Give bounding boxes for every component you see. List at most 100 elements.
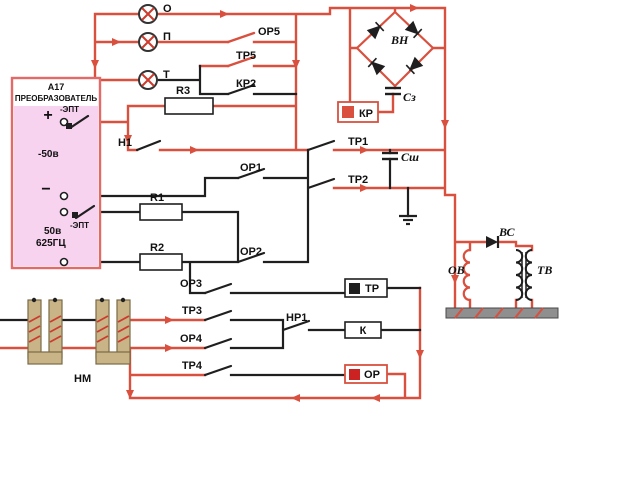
contact-tr2 [306, 177, 336, 190]
lamp-cross [141, 35, 155, 49]
label-tr1: ТР1 [348, 136, 368, 148]
diode-triangle [486, 236, 498, 248]
bridge-outline [355, 10, 435, 88]
lamp-o [138, 4, 158, 24]
label-cz: Сз [403, 90, 416, 104]
terminal-minus [59, 191, 69, 201]
plus-terminal-label: + [43, 107, 52, 124]
contact-tr5 [226, 55, 256, 68]
label-or4: ОР4 [180, 333, 203, 345]
flow-arrow [165, 344, 174, 352]
flow-arrow [441, 120, 449, 129]
diode-vs [486, 236, 500, 248]
flow-arrow [190, 146, 199, 154]
contact-or1 [236, 167, 266, 180]
magnet-terminal [99, 297, 105, 303]
label-kr2: КР2 [236, 78, 256, 90]
label-tr4: ТР4 [182, 360, 203, 372]
component-labels: О П Т ОР5 ТР5 КР2 R3 Н1 ОР1 ТР1 ТР2 R1 О… [74, 3, 552, 385]
terminal-50v [59, 207, 69, 217]
terminal-625hz [59, 257, 69, 267]
resistor-body [164, 97, 214, 115]
relay-tr [344, 278, 388, 298]
relay-k [344, 321, 382, 339]
switch-blade [74, 204, 96, 220]
label-ov: ОВ [448, 263, 465, 277]
switch-blade [68, 114, 90, 130]
primary-winding [515, 249, 524, 301]
flow-arrow [410, 4, 419, 12]
label-r1: R1 [150, 192, 164, 204]
minus50v-label: -50в [38, 149, 59, 160]
ept-switch-top [66, 114, 90, 130]
contact-or5 [226, 31, 256, 44]
label-vn: ВН [390, 33, 409, 47]
label-lamp-t: Т [163, 69, 170, 81]
label-vs: ВС [498, 225, 515, 239]
minus-terminal-label: − [41, 181, 50, 198]
coil-winding [462, 248, 471, 302]
contact-tr3 [203, 309, 233, 322]
label-tr5: ТР5 [236, 50, 256, 62]
electromagnet-nm-2 [95, 297, 131, 365]
contact-or4 [203, 337, 233, 350]
625hz-label: 625ГЦ [36, 238, 66, 249]
label-tv: ТВ [537, 263, 552, 277]
inductor-ov [462, 248, 471, 302]
label-nm: НМ [74, 373, 91, 385]
magnet-base [95, 351, 131, 365]
rail-hatching [454, 307, 544, 319]
resistor-body [139, 203, 183, 221]
label-or2: ОР2 [240, 246, 262, 258]
wires-black [0, 64, 422, 377]
capacitor-csh [382, 151, 398, 161]
label-or-box: ОР [364, 369, 380, 381]
coil-hatching [28, 315, 62, 343]
electromagnet-nm-1 [27, 297, 63, 365]
resistor-r3 [164, 97, 214, 115]
flow-arrow [220, 10, 229, 18]
relay-mark [349, 369, 360, 380]
flow-arrow [292, 60, 300, 69]
wire-segment [0, 64, 422, 377]
ept-label-top: -ЭПТ [60, 105, 79, 114]
resistor-body [139, 253, 183, 271]
contact-tr4 [203, 364, 233, 377]
converter-title-line1: А17 [48, 82, 65, 92]
magnet-terminal [31, 297, 37, 303]
current-flow-arrows [91, 4, 459, 402]
ground-symbol [399, 214, 417, 226]
terminal-plus [59, 117, 69, 127]
converter-unit: А17 ПРЕОБРАЗОВАТЕЛЬ + -ЭПТ -50в − -ЭПТ 5… [10, 76, 102, 270]
label-tr3: ТР3 [182, 305, 202, 317]
transformer-tv [515, 249, 533, 301]
converter-body [14, 106, 98, 266]
label-tr2: ТР2 [348, 174, 368, 186]
flow-arrow [371, 394, 380, 402]
lamp-cross [141, 73, 155, 87]
ept-label-mid: -ЭПТ [70, 221, 89, 230]
magnet-base [27, 351, 63, 365]
converter-title-line2: ПРЕОБРАЗОВАТЕЛЬ [15, 94, 98, 103]
lamp-p [138, 32, 158, 52]
lamp-cross [141, 7, 155, 21]
resistor-r2 [139, 253, 183, 271]
relay-contacts [135, 31, 336, 377]
label-csh: Сш [401, 150, 419, 164]
relay-or [344, 364, 388, 384]
contact-kr2 [226, 83, 256, 96]
coil-hatching [96, 315, 130, 343]
rail-track [445, 307, 559, 319]
label-tr-box: ТР [365, 283, 379, 295]
flow-arrow [91, 60, 99, 69]
resistor-r1 [139, 203, 183, 221]
label-r2: R2 [150, 242, 164, 254]
flow-arrow [416, 350, 424, 359]
flow-arrow [291, 394, 300, 402]
label-lamp-o: О [163, 3, 172, 15]
switch-base [72, 212, 78, 218]
50v-label: 50в [44, 226, 61, 237]
label-kr: КР [359, 108, 373, 120]
